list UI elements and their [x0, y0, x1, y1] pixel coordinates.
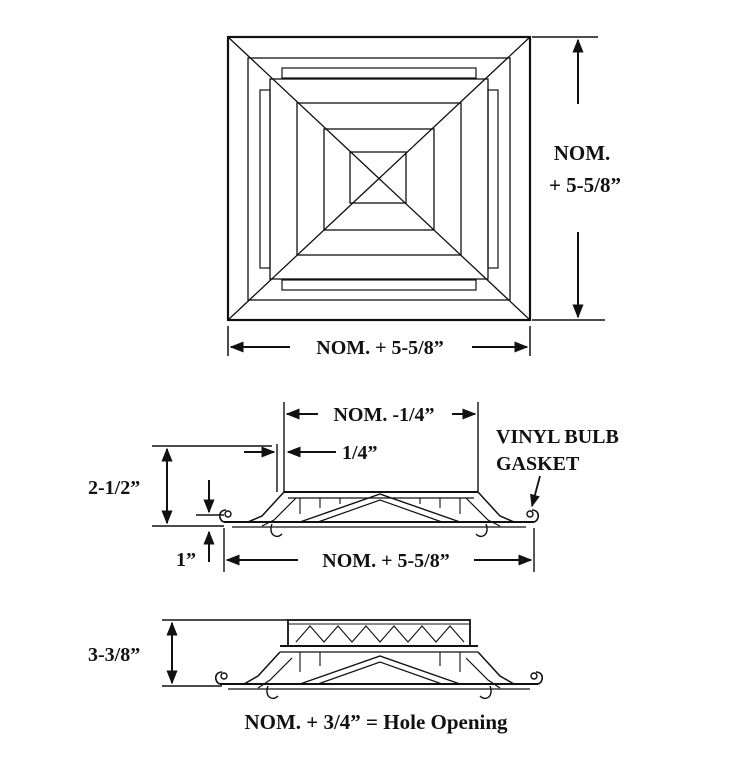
gasket-leader — [530, 475, 541, 508]
top-view-height-label-line2: + 5-5/8” — [549, 173, 621, 197]
section-top-width-label: NOM. -1/4” — [333, 404, 434, 426]
gasket-label-line2: GASKET — [496, 453, 580, 475]
section-height-label: 2-1/2” — [88, 477, 140, 499]
top-view-square-diffuser — [226, 35, 532, 322]
section-flange-label: 1” — [176, 549, 196, 571]
top-view-height-dimension — [532, 36, 605, 321]
lower-height-dimension — [162, 619, 288, 687]
lower-height-label: 3-3/8” — [88, 644, 140, 666]
section-top-width-dimension — [283, 402, 479, 492]
lower-view-diffuser-profile — [214, 619, 544, 700]
section-bottom-width-label: NOM. + 5-5/8” — [322, 550, 450, 572]
gasket-label-line1: VINYL BULB — [496, 426, 619, 448]
section-offset-dimension — [244, 444, 336, 492]
section-bottom-width-dimension — [223, 528, 535, 572]
top-view-width-dimension — [227, 326, 531, 356]
section-offset-label: 1/4” — [342, 442, 378, 464]
top-view-height-label-line1: NOM. — [554, 141, 611, 165]
section-height-dimension — [152, 445, 272, 527]
hole-opening-caption: NOM. + 3/4” = Hole Opening — [244, 710, 508, 734]
top-view-width-label: NOM. + 5-5/8” — [316, 337, 444, 359]
section-view-diffuser-profile — [218, 491, 540, 538]
section-flange-dimension — [196, 480, 224, 562]
